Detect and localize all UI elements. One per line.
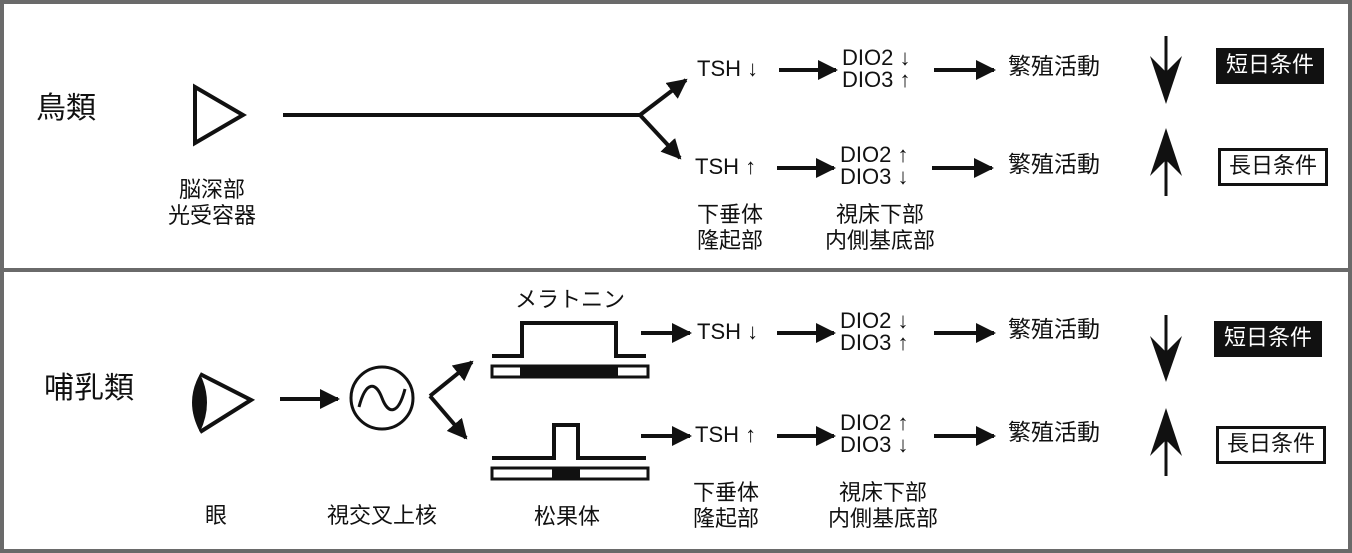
bird-tsh-short: TSH ↓ xyxy=(697,56,759,81)
scn-label: 視交叉上核 xyxy=(326,504,437,529)
bird-repro-short: 繁殖活動 xyxy=(1008,54,1100,80)
mammal-condition-long-day: 長日条件 xyxy=(1216,426,1327,464)
eye-icon xyxy=(192,372,256,434)
bird-hypothalamus-line2: 内側基底部 xyxy=(824,229,935,254)
mammal-repro-short: 繁殖活動 xyxy=(1008,317,1100,343)
melatonin-label: メラトニン xyxy=(514,288,625,313)
mammal-dio3-short: DIO3 ↑ xyxy=(840,330,909,355)
mammal-condition-short-day: 短日条件 xyxy=(1214,321,1323,357)
mammal-tsh-long: TSH ↑ xyxy=(695,422,757,447)
mammal-pituitary-label: 下垂体 隆起部 xyxy=(676,481,776,533)
bird-tsh-long: TSH ↑ xyxy=(695,154,757,179)
bird-trend-up-icon xyxy=(1150,128,1182,196)
bird-dio3-long: DIO3 ↓ xyxy=(840,164,909,189)
eye-label: 眼 xyxy=(204,504,227,529)
bird-hypothalamus-line1: 視床下部 xyxy=(835,203,924,228)
mammal-dio2-short: DIO2 ↓ xyxy=(840,308,909,333)
deep-brain-photoreceptor-icon xyxy=(193,83,247,147)
mammal-trend-down-icon xyxy=(1150,315,1182,382)
mammal-dio-long: DIO2 ↑ DIO3 ↓ xyxy=(840,412,908,456)
bird-dio2-short: DIO2 ↓ xyxy=(842,45,911,70)
mammal-pituitary-line2: 隆起部 xyxy=(692,507,759,532)
melatonin-short-secretion-pulse xyxy=(490,423,650,481)
bird-pituitary-line1: 下垂体 xyxy=(696,203,763,228)
mammal-hypothalamus-line2: 内側基底部 xyxy=(827,507,938,532)
photoreceptor-label-line2: 光受容器 xyxy=(167,204,256,229)
mammal-tsh-short: TSH ↓ xyxy=(697,319,759,344)
bird-dio-long: DIO2 ↑ DIO3 ↓ xyxy=(840,144,908,188)
photoreceptor-label-line1: 脳深部 xyxy=(178,178,245,203)
mammal-dio3-long: DIO3 ↓ xyxy=(840,432,909,457)
panel-divider xyxy=(0,268,1352,272)
bird-trend-down-icon xyxy=(1150,36,1182,104)
bird-dio2-long: DIO2 ↑ xyxy=(840,142,909,167)
mammal-dio2-long: DIO2 ↑ xyxy=(840,410,909,435)
mammal-branch-arrows xyxy=(428,360,474,440)
photoreceptor-label: 脳深部 光受容器 xyxy=(157,178,267,230)
class-label-mammals: 哺乳類 xyxy=(44,371,134,406)
mammal-hypothalamus-label: 視床下部 内側基底部 xyxy=(813,481,953,533)
mammal-trend-up-icon xyxy=(1150,408,1182,476)
pineal-label: 松果体 xyxy=(533,505,600,530)
bird-dio-short: DIO2 ↓ DIO3 ↑ xyxy=(842,47,910,91)
mammal-dio-short: DIO2 ↓ DIO3 ↑ xyxy=(840,310,908,354)
bird-pituitary-line2: 隆起部 xyxy=(696,229,763,254)
melatonin-long-secretion-pulse xyxy=(490,321,650,379)
class-label-birds: 鳥類 xyxy=(36,91,96,126)
mammal-pituitary-line1: 下垂体 xyxy=(692,481,759,506)
bird-pituitary-label: 下垂体 隆起部 xyxy=(680,203,780,255)
bird-dio3-short: DIO3 ↑ xyxy=(842,67,911,92)
mammal-hypothalamus-line1: 視床下部 xyxy=(838,481,927,506)
bird-repro-long: 繁殖活動 xyxy=(1008,152,1100,178)
mammal-repro-long: 繁殖活動 xyxy=(1008,420,1100,446)
bird-branch-arrows xyxy=(638,78,688,160)
bird-condition-short-day: 短日条件 xyxy=(1216,48,1325,84)
bird-condition-long-day: 長日条件 xyxy=(1218,148,1329,186)
circadian-clock-icon xyxy=(349,365,415,431)
bird-hypothalamus-label: 視床下部 内側基底部 xyxy=(810,203,950,255)
